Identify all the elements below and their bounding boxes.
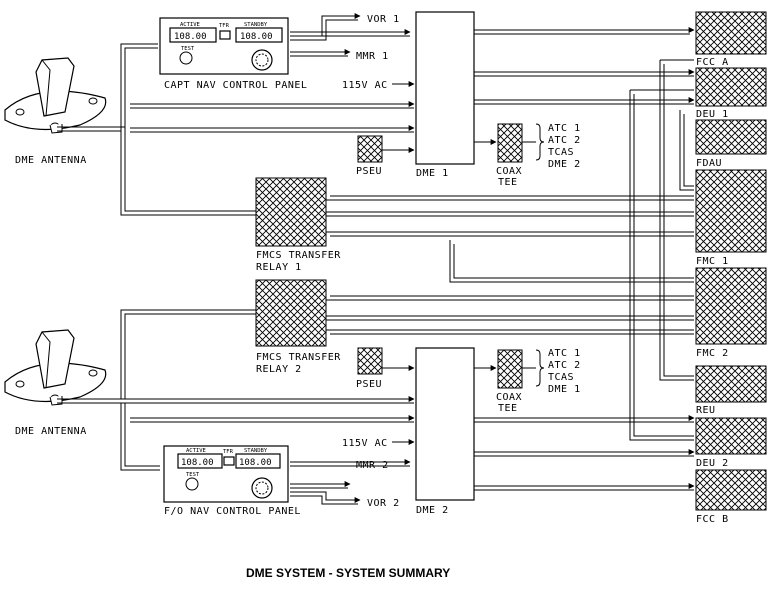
diagram-title: DME SYSTEM - SYSTEM SUMMARY bbox=[246, 566, 450, 580]
fo-nav-control-panel bbox=[163, 445, 289, 503]
dme-2-label: DME 2 bbox=[416, 505, 449, 516]
coax-tee-1-label-line1: COAX bbox=[496, 166, 522, 177]
coax-1-output-3: TCAS bbox=[548, 147, 574, 158]
wiring bbox=[57, 13, 695, 505]
fo-standby-freq: 108.00 bbox=[239, 458, 272, 468]
deu-1-box bbox=[695, 67, 767, 107]
pseu-1 bbox=[357, 135, 383, 163]
pseu-2-label: PSEU bbox=[356, 379, 382, 390]
capt-standby-freq: 108.00 bbox=[240, 32, 273, 42]
coax-2-output-1: ATC 1 bbox=[548, 348, 581, 359]
capt-active-label: ACTIVE bbox=[180, 22, 200, 28]
dme-2-box bbox=[415, 347, 475, 501]
fmc-2-label: FMC 2 bbox=[696, 348, 729, 359]
capt-nav-control-panel-label: CAPT NAV CONTROL PANEL bbox=[164, 80, 307, 91]
fcc-b-label: FCC B bbox=[696, 514, 729, 525]
pseu-2 bbox=[357, 347, 383, 375]
capt-nav-control-panel bbox=[159, 17, 289, 75]
pseu-1-label: PSEU bbox=[356, 166, 382, 177]
capt-standby-label: STANDBY bbox=[244, 22, 268, 28]
coax-2-output-4: DME 1 bbox=[548, 384, 581, 395]
dme-antenna-2-label: DME ANTENNA bbox=[15, 426, 87, 437]
fmc-1-box bbox=[695, 169, 767, 253]
fdau-label: FDAU bbox=[696, 158, 722, 169]
coax-2-output-3: TCAS bbox=[548, 372, 574, 383]
coax-tee-2-label-line2: TEE bbox=[498, 403, 518, 414]
fmcs-transfer-relay-2 bbox=[255, 279, 327, 347]
deu-2-box bbox=[695, 417, 767, 455]
coax-tee-2 bbox=[497, 349, 545, 389]
dme-antenna-2 bbox=[4, 329, 107, 406]
fcc-a-label: FCC A bbox=[696, 57, 729, 68]
dme-1-box bbox=[415, 11, 475, 165]
coax-2-output-2: ATC 2 bbox=[548, 360, 581, 371]
fo-standby-label: STANDBY bbox=[244, 448, 268, 454]
dme-1-label: DME 1 bbox=[416, 168, 449, 179]
coax-tee-1 bbox=[497, 123, 545, 163]
ac-power-1-label: 115V AC bbox=[342, 80, 388, 91]
capt-active-freq: 108.00 bbox=[174, 32, 207, 42]
fo-active-label: ACTIVE bbox=[186, 448, 206, 454]
fo-test-label: TEST bbox=[186, 472, 200, 478]
relay-2-label-line2: RELAY 2 bbox=[256, 364, 302, 375]
fcc-b-box bbox=[695, 469, 767, 511]
coax-1-output-1: ATC 1 bbox=[548, 123, 581, 134]
reu-box bbox=[695, 365, 767, 403]
deu-2-label: DEU 2 bbox=[696, 458, 729, 469]
fo-xfr-label: TFR bbox=[223, 449, 234, 455]
vor-1-label: VOR 1 bbox=[367, 14, 400, 25]
reu-label: REU bbox=[696, 405, 716, 416]
relay-1-label-line1: FMCS TRANSFER bbox=[256, 250, 341, 261]
relay-1-label-line2: RELAY 1 bbox=[256, 262, 302, 273]
fcc-a-box bbox=[695, 11, 767, 55]
dme-antenna-1-label: DME ANTENNA bbox=[15, 155, 87, 166]
dme-antenna-1 bbox=[4, 57, 107, 134]
fdau-box bbox=[695, 119, 767, 155]
deu-1-label: DEU 1 bbox=[696, 109, 729, 120]
vor-2-label: VOR 2 bbox=[367, 498, 400, 509]
relay-2-label-line1: FMCS TRANSFER bbox=[256, 352, 341, 363]
ac-power-2-label: 115V AC bbox=[342, 438, 388, 449]
fmc-2-box bbox=[695, 267, 767, 345]
coax-1-output-4: DME 2 bbox=[548, 159, 581, 170]
coax-1-output-2: ATC 2 bbox=[548, 135, 581, 146]
mmr-1-label: MMR 1 bbox=[356, 51, 389, 62]
fo-nav-control-panel-label: F/O NAV CONTROL PANEL bbox=[164, 506, 301, 517]
capt-test-label: TEST bbox=[181, 46, 195, 52]
capt-xfr-label: TFR bbox=[219, 23, 230, 29]
coax-tee-2-label-line1: COAX bbox=[496, 392, 522, 403]
fo-active-freq: 108.00 bbox=[181, 458, 214, 468]
mmr-2-label: MMR 2 bbox=[356, 460, 389, 471]
fmc-1-label: FMC 1 bbox=[696, 256, 729, 267]
fmcs-transfer-relay-1 bbox=[255, 177, 327, 247]
coax-tee-1-label-line2: TEE bbox=[498, 177, 518, 188]
